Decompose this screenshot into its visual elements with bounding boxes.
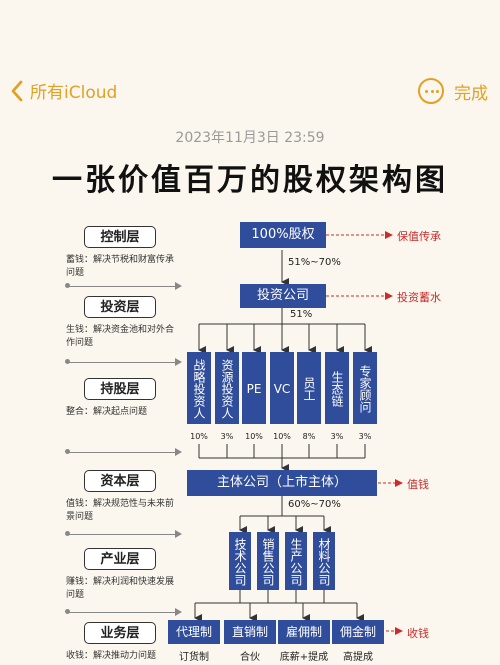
- back-label: 所有iCloud: [30, 83, 118, 103]
- annot-value: 值钱: [407, 478, 429, 491]
- holder-pct: 3%: [220, 432, 234, 441]
- layer-holding-desc: 整合：解决起点问题: [66, 407, 148, 417]
- layer-business: 业务层: [84, 622, 156, 644]
- layer-capital-desc: 值钱：解决规范性与未来前景问题: [66, 499, 175, 522]
- layer-industry: 产业层: [84, 548, 156, 570]
- done-button[interactable]: 完成: [454, 83, 488, 104]
- holder-ecosystem-box: 生态链: [325, 352, 349, 424]
- layer-invest: 投资层: [84, 296, 156, 318]
- sub-material-box: 材料公司: [313, 532, 335, 590]
- layer-invest-desc: 生钱：解决资金池和对外合作问题: [66, 325, 175, 348]
- holder-pct: 10%: [273, 432, 291, 441]
- holder-employee-box: 员工: [297, 352, 321, 424]
- layer-divider: [65, 282, 182, 290]
- biz-direct-box: 直销制: [224, 620, 276, 644]
- biz-employ-box: 雇佣制: [278, 620, 330, 644]
- holder-pe-box: PE: [242, 352, 266, 424]
- biz-sub-label: 合伙: [240, 652, 260, 663]
- holder-resource-box: 资源投资人: [215, 352, 239, 424]
- back-button[interactable]: 所有iCloud: [10, 78, 117, 103]
- holder-expert-box: 专家顾问: [353, 352, 377, 424]
- holder-strategic-box: 战略投资人: [187, 352, 211, 424]
- annot-preserve: 保值传承: [397, 230, 441, 243]
- holder-pct: 8%: [302, 432, 316, 441]
- sub-sales-box: 销售公司: [257, 532, 279, 590]
- biz-sub-label: 订货制: [179, 652, 209, 663]
- layer-divider: [65, 358, 182, 366]
- layer-business-desc: 收钱：解决推动力问题: [66, 651, 157, 661]
- main-company-box: 主体公司（上市主体）: [187, 470, 377, 496]
- layer-divider: [65, 608, 182, 616]
- layer-control-desc: 蓄钱：解决节税和财富传承问题: [66, 255, 175, 278]
- annot-collect: 收钱: [407, 627, 429, 640]
- holder-pct: 3%: [358, 432, 372, 441]
- pct-main: 60%~70%: [288, 499, 341, 510]
- holder-vc-box: VC: [270, 352, 294, 424]
- holder-pct: 10%: [245, 432, 263, 441]
- annot-invest: 投资蓄水: [397, 291, 441, 304]
- sub-production-box: 生产公司: [285, 532, 307, 590]
- invest-company-box: 投资公司: [240, 284, 326, 308]
- equity-100-box: 100%股权: [240, 222, 326, 248]
- sub-tech-box: 技术公司: [229, 532, 251, 590]
- layer-divider: [65, 530, 182, 538]
- note-title: 一张价值百万的股权架构图: [52, 163, 448, 198]
- chevron-left-icon: [11, 80, 23, 101]
- biz-agency-box: 代理制: [168, 620, 220, 644]
- layer-capital: 资本层: [84, 470, 156, 492]
- layer-divider: [65, 448, 182, 456]
- layer-holding: 持股层: [84, 378, 156, 400]
- more-icon[interactable]: [418, 78, 444, 104]
- topbar-actions: 完成: [418, 78, 488, 104]
- pct-invest: 51%: [290, 309, 313, 320]
- biz-sub-label: 高提成: [343, 652, 373, 663]
- holder-pct: 3%: [330, 432, 344, 441]
- holder-pct: 10%: [190, 432, 208, 441]
- layer-control: 控制层: [84, 226, 156, 248]
- layer-industry-desc: 赚钱：解决利润和快速发展问题: [66, 577, 175, 600]
- biz-sub-label: 底薪+提成: [279, 652, 329, 663]
- pct-top: 51%~70%: [288, 257, 341, 268]
- note-timestamp: 2023年11月3日 23:59: [175, 130, 325, 146]
- biz-commission-box: 佣金制: [332, 620, 384, 644]
